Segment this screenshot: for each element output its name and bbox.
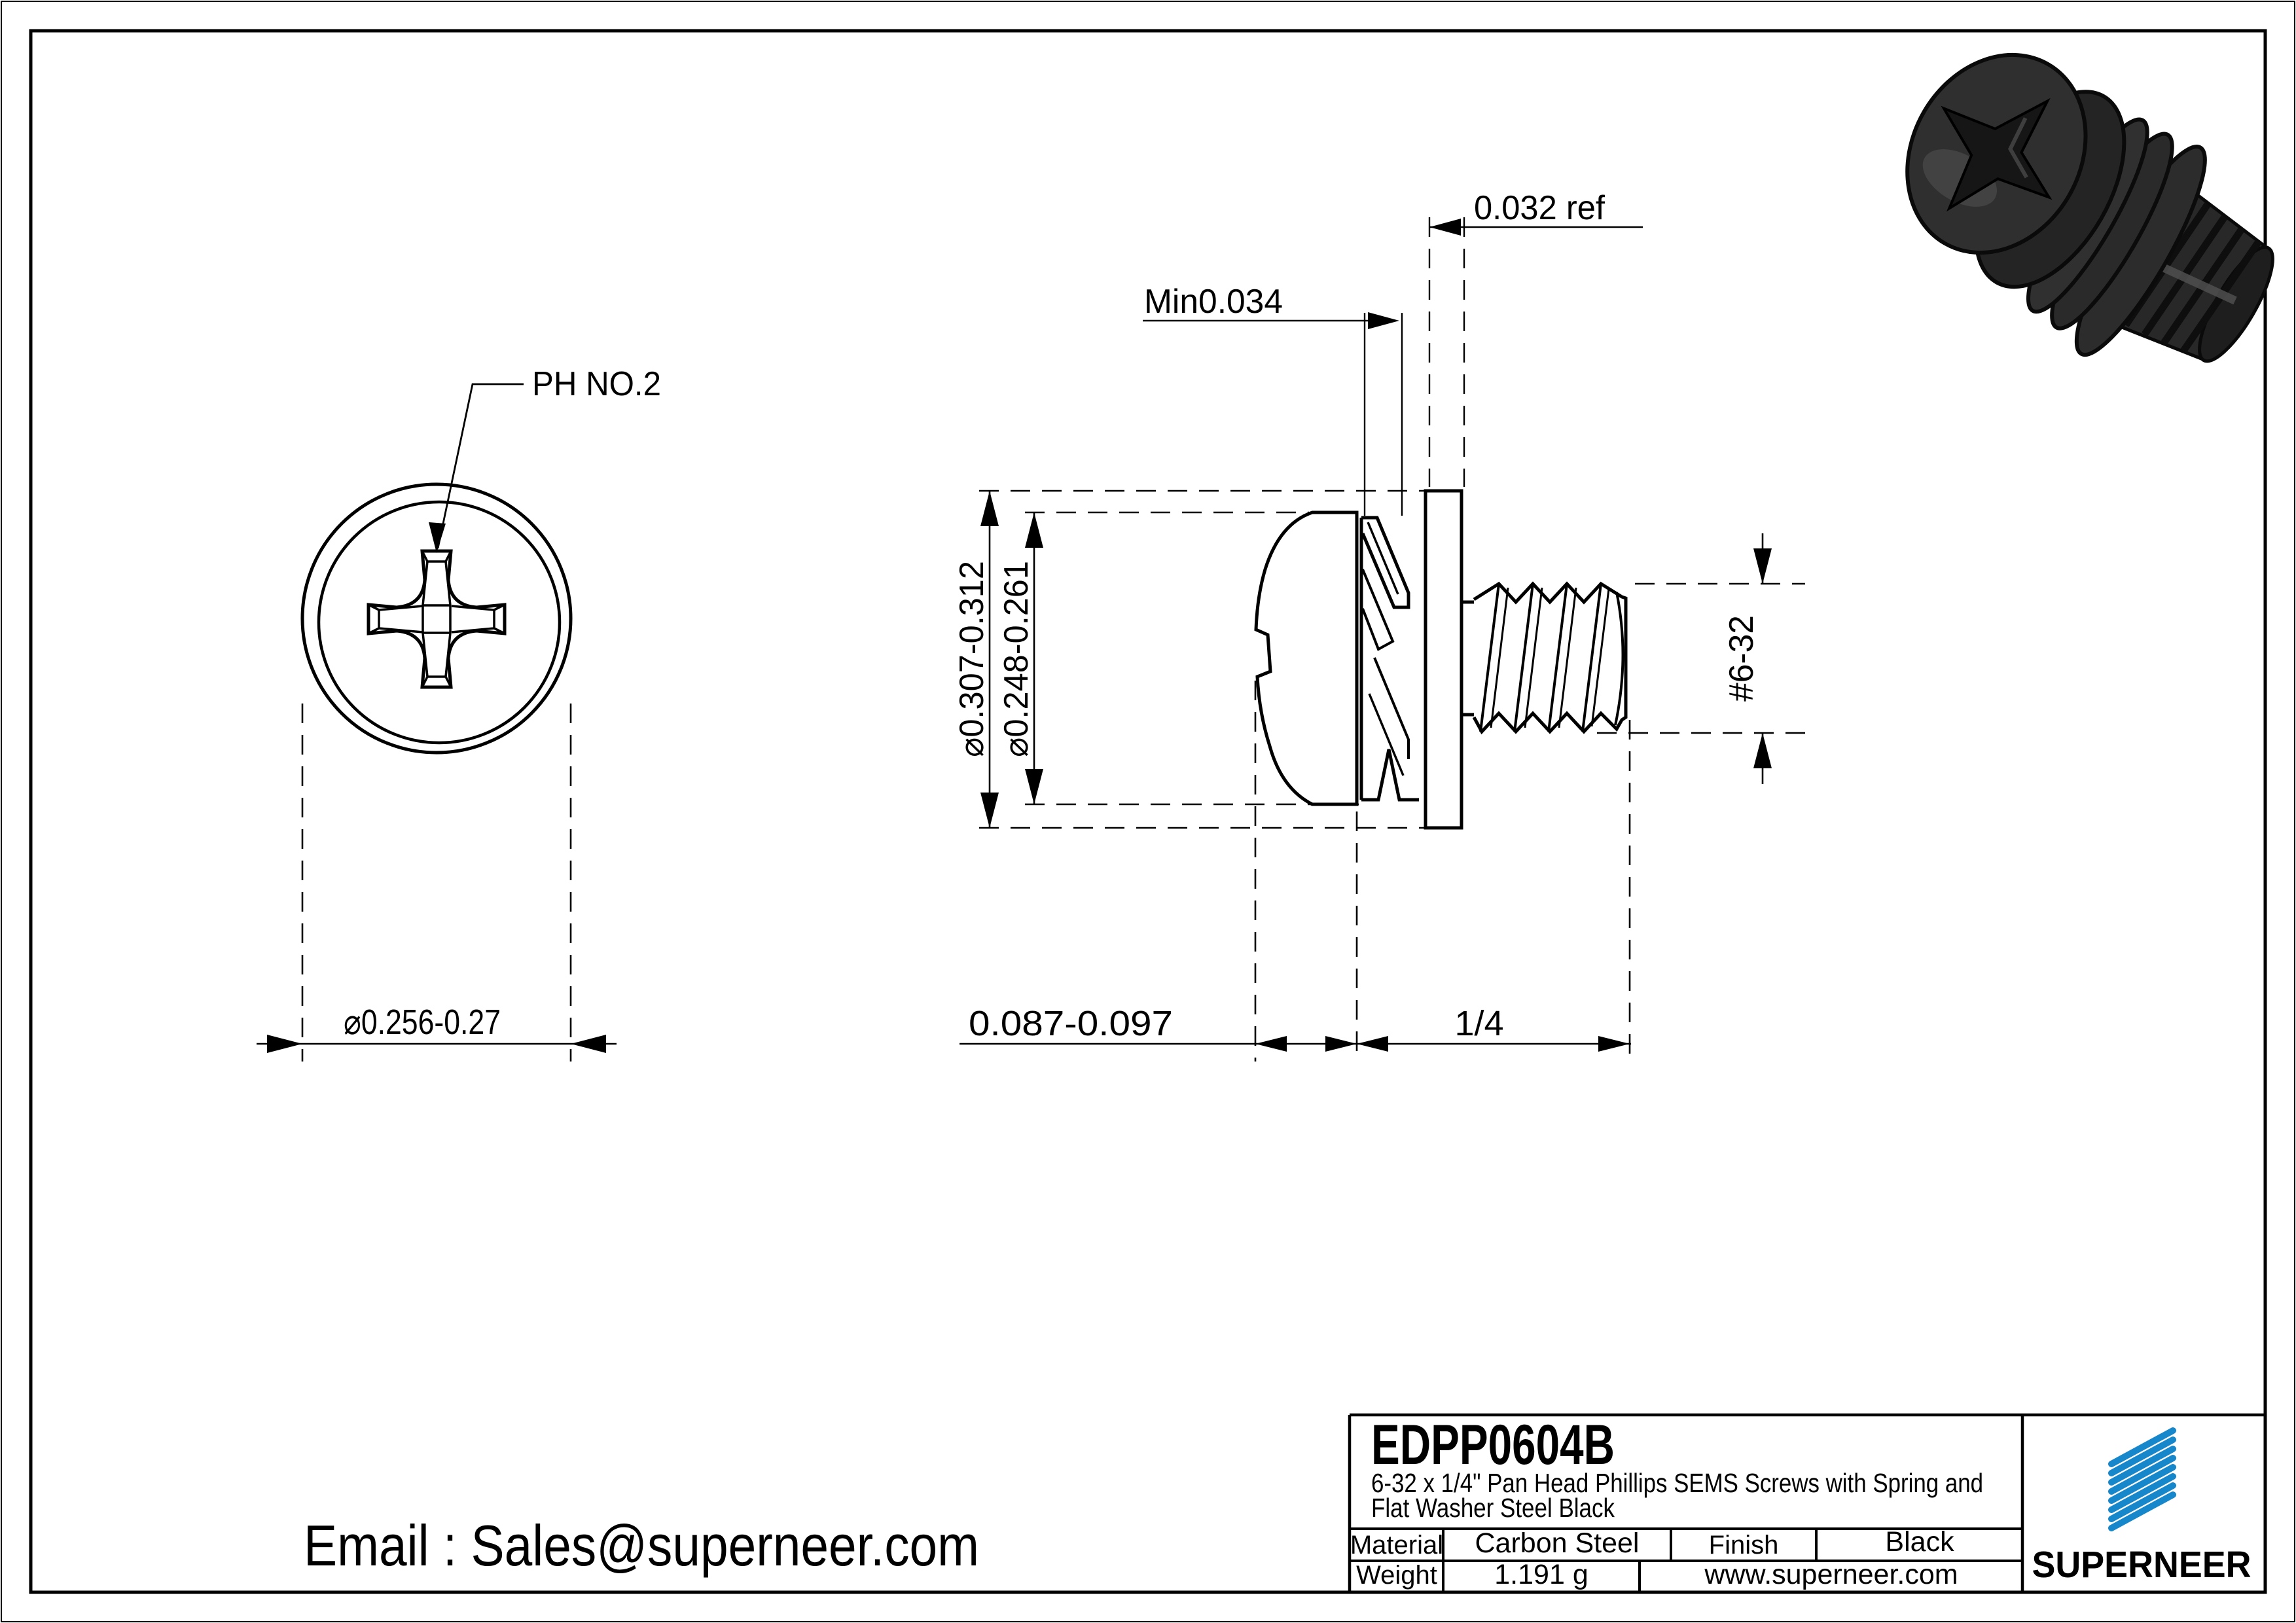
website-link[interactable]: www.superneer.com (1704, 1559, 1958, 1590)
description-line2: Flat Washer Steel Black (1371, 1493, 1615, 1523)
title-block-border (1348, 1413, 2265, 1592)
ph-callout-label: PH NO.2 (532, 365, 661, 403)
front-diameter-dim: ⌀0.256-0.27 (344, 1003, 501, 1042)
spring-washer (1359, 516, 1419, 802)
dim-arrow (980, 793, 999, 828)
finish-label: Finish (1709, 1531, 1779, 1560)
flat-washer (1424, 489, 1463, 830)
dim-arrow (1598, 1036, 1630, 1052)
dim-arrow (1357, 1036, 1388, 1052)
length-dim: 1/4 (1454, 1004, 1503, 1043)
head-od-dim: ⌀0.248-0.261 (997, 561, 1035, 757)
phillips-cross-outline (367, 549, 507, 689)
title-block-col-lines (1442, 1529, 1818, 1592)
email-text: Email : Sales@superneer.com (304, 1513, 979, 1578)
side-view (960, 217, 1805, 1061)
render-3d (1905, 52, 2274, 363)
dim-arrow (1753, 548, 1772, 584)
weight-label: Weight (1356, 1561, 1437, 1590)
description-line1: 6-32 x 1/4" Pan Head Phillips SEMS Screw… (1371, 1468, 1983, 1498)
front-dim-lines (257, 704, 617, 1061)
head-height-dim: 0.087-0.097 (969, 1004, 1173, 1043)
shank-stub (1462, 600, 1474, 717)
phillips-cross-detail (368, 550, 505, 688)
thread-profile (1472, 581, 1628, 735)
ph-callout-arrow (429, 522, 446, 553)
dim-arrow (980, 491, 999, 526)
material-value: Carbon Steel (1475, 1527, 1640, 1559)
front-view (257, 383, 617, 1061)
dim-arrow (1368, 312, 1399, 329)
title-block (1348, 1413, 2265, 1592)
weight-value: 1.191 g (1494, 1559, 1588, 1590)
side-dim-lines-bottom (960, 681, 1631, 1061)
title-block-row-lines (1350, 1527, 2022, 1562)
washer-od-dim: ⌀0.307-0.312 (953, 561, 991, 757)
spring-min-dim: Min0.034 (1144, 283, 1283, 321)
dim-arrow (1025, 769, 1043, 804)
dim-arrow (1325, 1036, 1357, 1052)
part-number: EDPP0604B (1371, 1414, 1615, 1476)
render-thread-highlight (2155, 260, 2237, 305)
dim-arrow (571, 1035, 606, 1053)
brand-name: SUPERNEER (2032, 1544, 2251, 1586)
side-dim-lines-left (979, 490, 1424, 829)
side-dim-lines-right (1597, 533, 1805, 784)
finish-value: Black (1885, 1526, 1954, 1558)
thread-size-dim: #6-32 (1723, 615, 1761, 702)
inner-border (29, 29, 2267, 1594)
flat-washer-ref-dim: 0.032 ref (1474, 189, 1605, 227)
superneer-logo: SUPERNEER (2032, 1427, 2251, 1586)
pan-head-profile (1254, 510, 1359, 806)
dim-arrow (267, 1035, 302, 1053)
render-phillips-recess (1941, 98, 2053, 212)
dim-arrow (1429, 219, 1461, 236)
logo-stripes-icon (2108, 1427, 2176, 1531)
dim-arrow (1025, 512, 1043, 548)
head-inner-circle (317, 500, 562, 745)
side-dim-lines-top (1143, 217, 1643, 516)
dim-arrow (1753, 733, 1772, 768)
ph-callout-leader (437, 383, 524, 549)
head-outer-circle (300, 482, 573, 755)
dim-arrow (1255, 1036, 1287, 1052)
material-label: Material (1350, 1531, 1443, 1560)
